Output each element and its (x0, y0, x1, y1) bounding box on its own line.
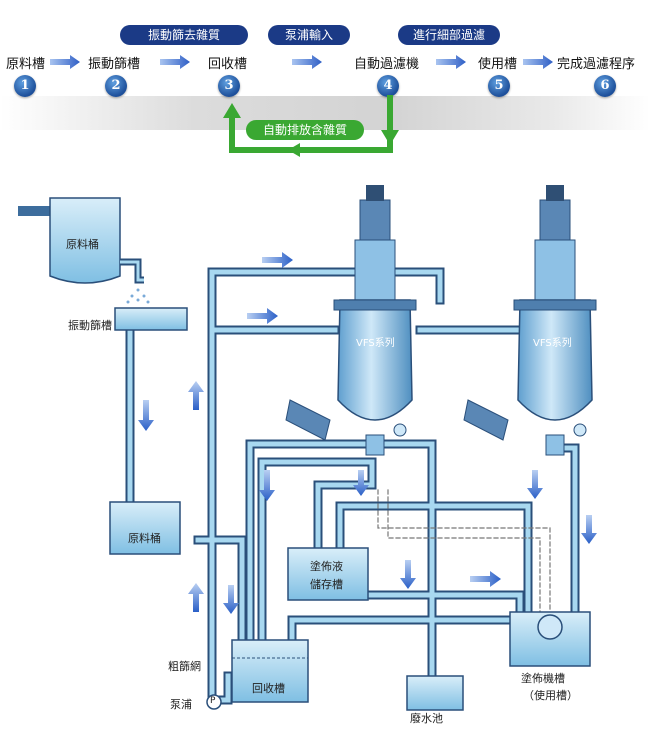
label-waste-pool: 廢水池 (410, 712, 443, 725)
arrow-right (470, 571, 501, 587)
arrow-down (223, 585, 239, 614)
arrow-up (188, 583, 204, 612)
vfs-filter-1 (285, 185, 417, 456)
pump-symbol: P (210, 696, 216, 706)
arrow-down (581, 515, 597, 544)
step-badge-5: 5 (488, 75, 510, 97)
step-label-sieve-tank: 振動篩槽 (88, 57, 141, 72)
label-sieve-tank: 振動篩槽 (68, 319, 112, 332)
flow-arrow-2 (160, 55, 190, 69)
step-label-use-tank: 使用槽 (478, 57, 518, 72)
step-badge-1: 1 (14, 75, 36, 97)
arrow-down (138, 400, 154, 431)
step-label-recovery-tank: 回收槽 (208, 57, 248, 72)
label-pump: 泵浦 (170, 698, 192, 711)
flow-arrow-4 (436, 55, 466, 69)
process-flow: 振動篩去雜質 泵浦輸入 進行細部過濾 原料槽 振動篩槽 回收槽 自動過濾機 使用… (0, 0, 650, 160)
flow-arrows (50, 55, 553, 157)
flow-arrow-5 (523, 55, 553, 69)
return-loop (223, 95, 399, 157)
pump-icon (206, 694, 222, 710)
pipes (125, 267, 580, 705)
arrow-right (262, 252, 293, 268)
step-label-auto-filter: 自動過濾機 (354, 57, 420, 72)
recovery-tank (231, 639, 309, 703)
label-coarse-mesh: 粗篩網 (168, 660, 201, 673)
arrow-down (259, 470, 275, 501)
arrow-down (527, 470, 543, 499)
label-raw-tank-top: 原料桶 (66, 238, 99, 251)
spray (126, 288, 150, 304)
vfs-filter-2 (463, 185, 597, 456)
coating-storage-tank (287, 547, 369, 601)
arrow-down (353, 470, 369, 496)
arrow-right (247, 308, 278, 324)
step-badge-3: 3 (218, 75, 240, 97)
flow-arrow-1 (50, 55, 80, 69)
stage-label-pump: 泵浦輸入 (268, 25, 350, 45)
step-badge-4: 4 (377, 75, 399, 97)
arrow-down (400, 560, 416, 589)
flow-direction-arrows (138, 252, 597, 614)
step-label-complete: 完成過濾程序 (557, 57, 636, 72)
step-badge-2: 2 (105, 75, 127, 97)
waste-pool (406, 675, 464, 711)
label-raw-tank-bottom: 原料桶 (128, 532, 161, 545)
return-label: 自動排放含雜質 (246, 120, 364, 140)
label-coating-machine: 塗佈機槽 (521, 672, 565, 685)
stage-label-fine-filter: 進行細部過濾 (398, 25, 500, 45)
label-coating-storage-1: 塗佈液 (310, 560, 343, 573)
label-coating-storage-2: 儲存槽 (310, 578, 343, 591)
step-badge-6: 6 (594, 75, 616, 97)
label-recovery-tank: 回收槽 (252, 682, 285, 695)
raw-material-tank-top (18, 197, 144, 284)
flow-arrow-3 (292, 55, 322, 69)
label-coating-machine-sub: （使用槽） (523, 689, 578, 702)
step-label-raw-tank: 原料槽 (6, 57, 46, 72)
label-filter-2: VFS系列 (533, 338, 572, 349)
sieve-tank (114, 307, 188, 331)
stage-label-sieve: 振動篩去雜質 (120, 25, 248, 45)
label-filter-1: VFS系列 (356, 338, 395, 349)
arrow-up (188, 381, 204, 410)
roller-icon (537, 614, 563, 640)
raw-material-tank-bottom (109, 501, 181, 555)
